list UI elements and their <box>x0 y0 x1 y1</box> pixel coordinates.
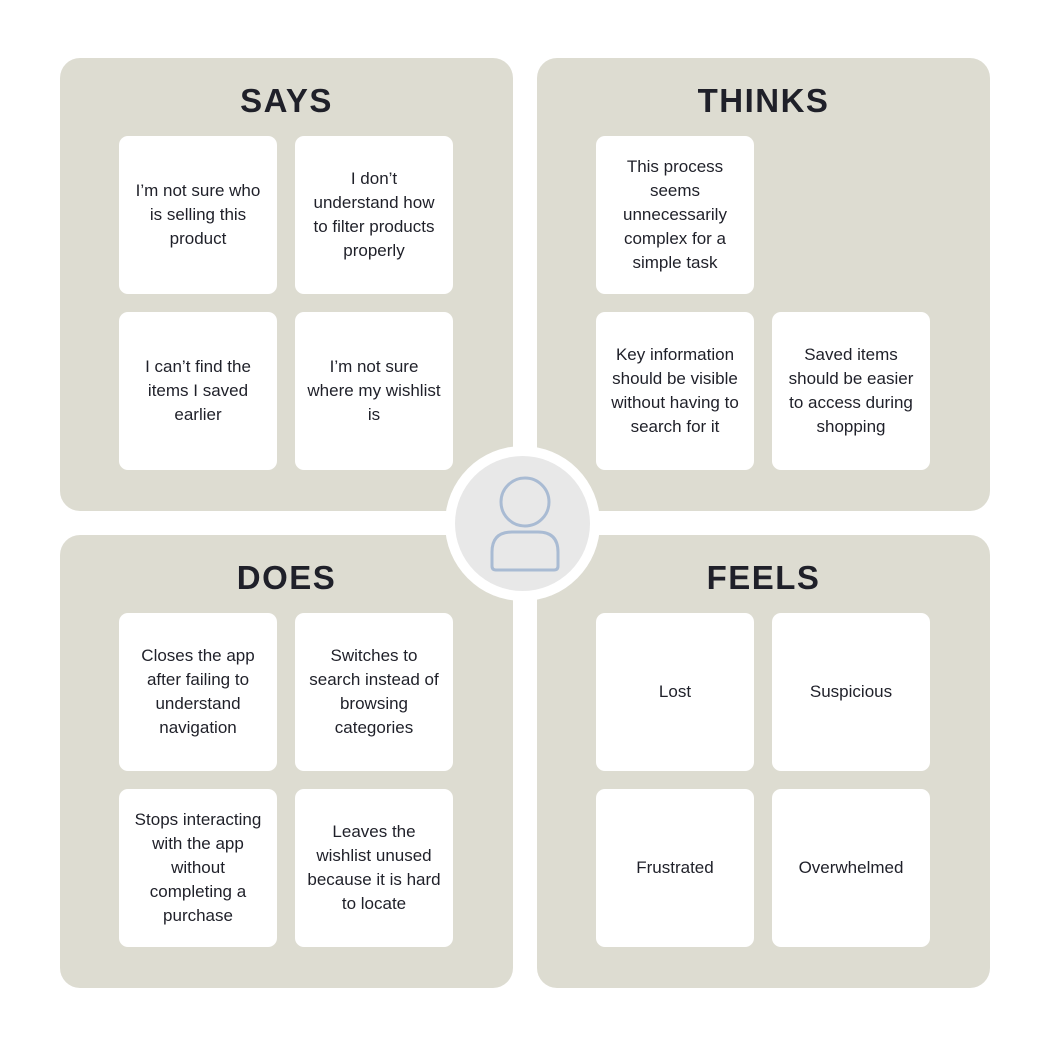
feels-quadrant: FEELS Lost Suspicious Frustrated Overwhe… <box>537 535 990 988</box>
thinks-card[interactable]: Saved items should be easier to access d… <box>772 312 930 470</box>
thinks-quadrant: THINKS This process seems unnecessarily … <box>537 58 990 511</box>
feels-card[interactable]: Frustrated <box>596 789 754 947</box>
feels-card[interactable]: Suspicious <box>772 613 930 771</box>
does-title: DOES <box>236 559 337 596</box>
says-title: SAYS <box>240 82 333 119</box>
thinks-card[interactable]: Key information should be visible withou… <box>596 312 754 470</box>
feels-card[interactable]: Overwhelmed <box>772 789 930 947</box>
says-card[interactable]: I can’t find the items I saved earlier <box>119 312 277 470</box>
thinks-title: THINKS <box>697 82 830 119</box>
says-card[interactable]: I’m not sure where my wishlist is <box>295 312 453 470</box>
does-card[interactable]: Leaves the wishlist unused because it is… <box>295 789 453 947</box>
says-quadrant: SAYS I’m not sure who is selling this pr… <box>60 58 513 511</box>
does-quadrant: DOES Closes the app after failing to und… <box>60 535 513 988</box>
thinks-card[interactable]: This process seems unnecessarily complex… <box>596 136 754 294</box>
feels-card[interactable]: Lost <box>596 613 754 771</box>
says-card[interactable]: I don’t understand how to filter product… <box>295 136 453 294</box>
persona-avatar <box>445 446 600 601</box>
avatar-circle <box>455 456 590 591</box>
feels-title: FEELS <box>706 559 821 596</box>
does-card[interactable]: Switches to search instead of browsing c… <box>295 613 453 771</box>
does-card[interactable]: Stops interacting with the app without c… <box>119 789 277 947</box>
says-card[interactable]: I’m not sure who is selling this product <box>119 136 277 294</box>
does-card[interactable]: Closes the app after failing to understa… <box>119 613 277 771</box>
user-icon <box>490 476 560 572</box>
